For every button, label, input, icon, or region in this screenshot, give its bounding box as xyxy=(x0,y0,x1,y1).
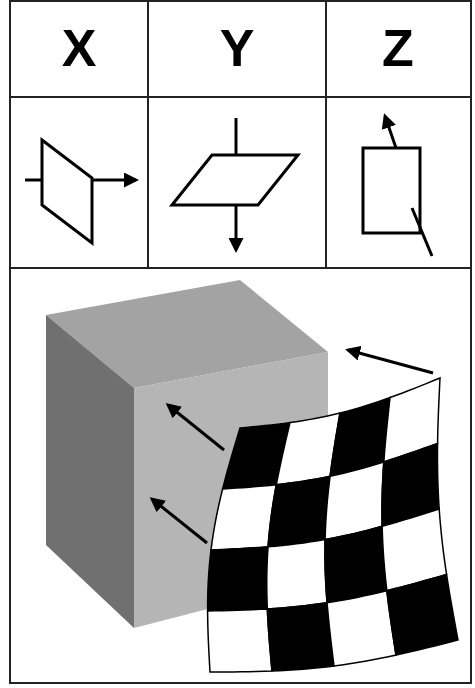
column-header: Y xyxy=(220,22,255,74)
checker-square xyxy=(268,476,330,547)
checker-square xyxy=(267,603,334,671)
x-plane-icon xyxy=(25,140,136,243)
checker-square xyxy=(327,591,396,666)
checkerboard-sheet xyxy=(208,378,458,672)
column-header: Z xyxy=(382,22,414,74)
checker-square xyxy=(211,485,276,550)
y-plane-icon xyxy=(172,118,298,250)
checker-square xyxy=(267,540,327,609)
checker-square xyxy=(387,575,458,656)
checker-square xyxy=(325,526,387,602)
z-plane-icon xyxy=(363,116,432,256)
checker-square xyxy=(208,547,268,611)
column-header: X xyxy=(62,22,97,74)
table-grid xyxy=(10,1,471,683)
light-arrows xyxy=(152,350,433,543)
checker-square xyxy=(208,609,272,672)
